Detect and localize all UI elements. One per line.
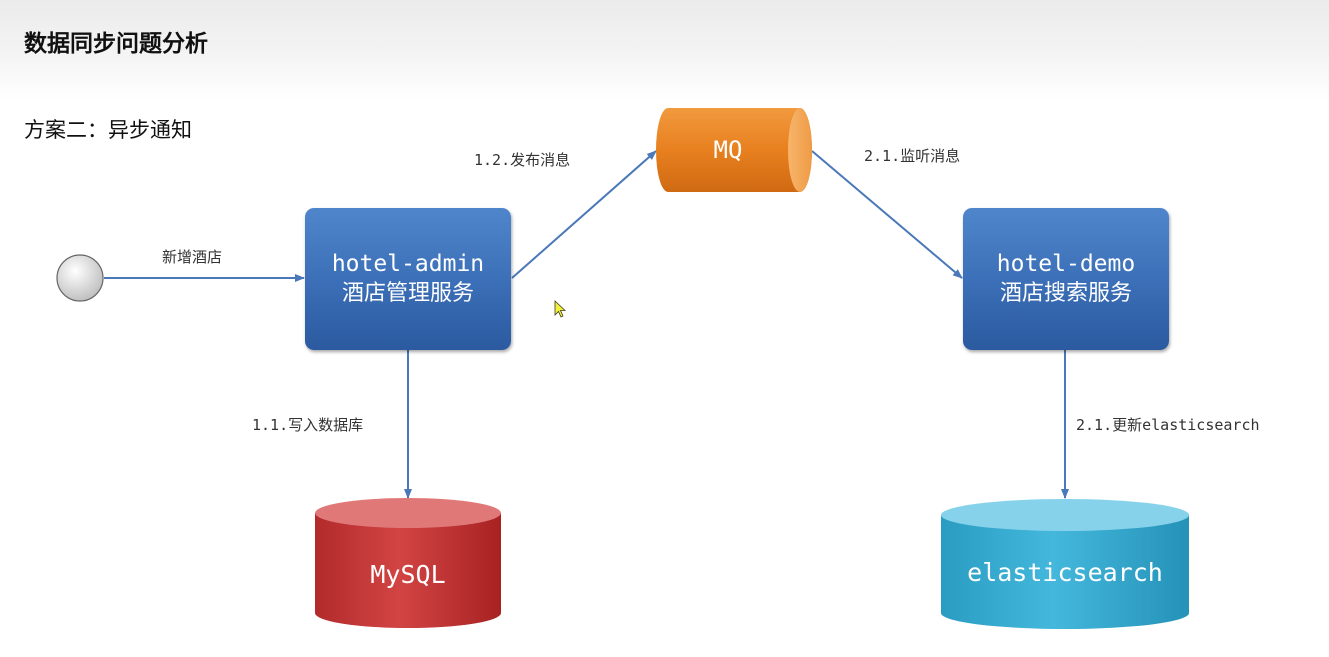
arrow-listen bbox=[811, 150, 963, 279]
hotel-admin-desc: 酒店管理服务 bbox=[341, 281, 474, 306]
elasticsearch-cylinder bbox=[941, 499, 1189, 629]
mysql-label: MySQL bbox=[370, 560, 446, 589]
edge-label-publish: 1.2.发布消息 bbox=[474, 151, 571, 169]
mq-label: MQ bbox=[713, 136, 743, 164]
arrow-publish bbox=[511, 150, 657, 279]
mq-cylinder bbox=[656, 108, 812, 192]
edge-label-add-hotel: 新增酒店 bbox=[162, 248, 223, 266]
hotel-demo-service: hotel-demo 酒店搜索服务 bbox=[963, 208, 1169, 350]
title-bar bbox=[0, 0, 1329, 100]
mysql-cylinder bbox=[315, 498, 501, 628]
start-node bbox=[56, 254, 104, 302]
elasticsearch-label: elasticsearch bbox=[967, 558, 1163, 587]
subtitle: 方案二：异步通知 bbox=[24, 118, 192, 142]
hotel-demo-desc: 酒店搜索服务 bbox=[999, 281, 1132, 306]
hotel-admin-service: hotel-admin 酒店管理服务 bbox=[305, 208, 511, 350]
page-title: 数据同步问题分析 bbox=[24, 31, 208, 57]
edge-label-listen: 2.1.监听消息 bbox=[864, 147, 961, 165]
hotel-demo-name: hotel-demo bbox=[996, 251, 1136, 277]
mouse-cursor-icon bbox=[554, 300, 567, 318]
edge-label-write-db: 1.1.写入数据库 bbox=[252, 416, 364, 434]
hotel-admin-name: hotel-admin bbox=[331, 251, 485, 277]
edge-label-update-es: 2.1.更新elasticsearch bbox=[1076, 416, 1260, 434]
